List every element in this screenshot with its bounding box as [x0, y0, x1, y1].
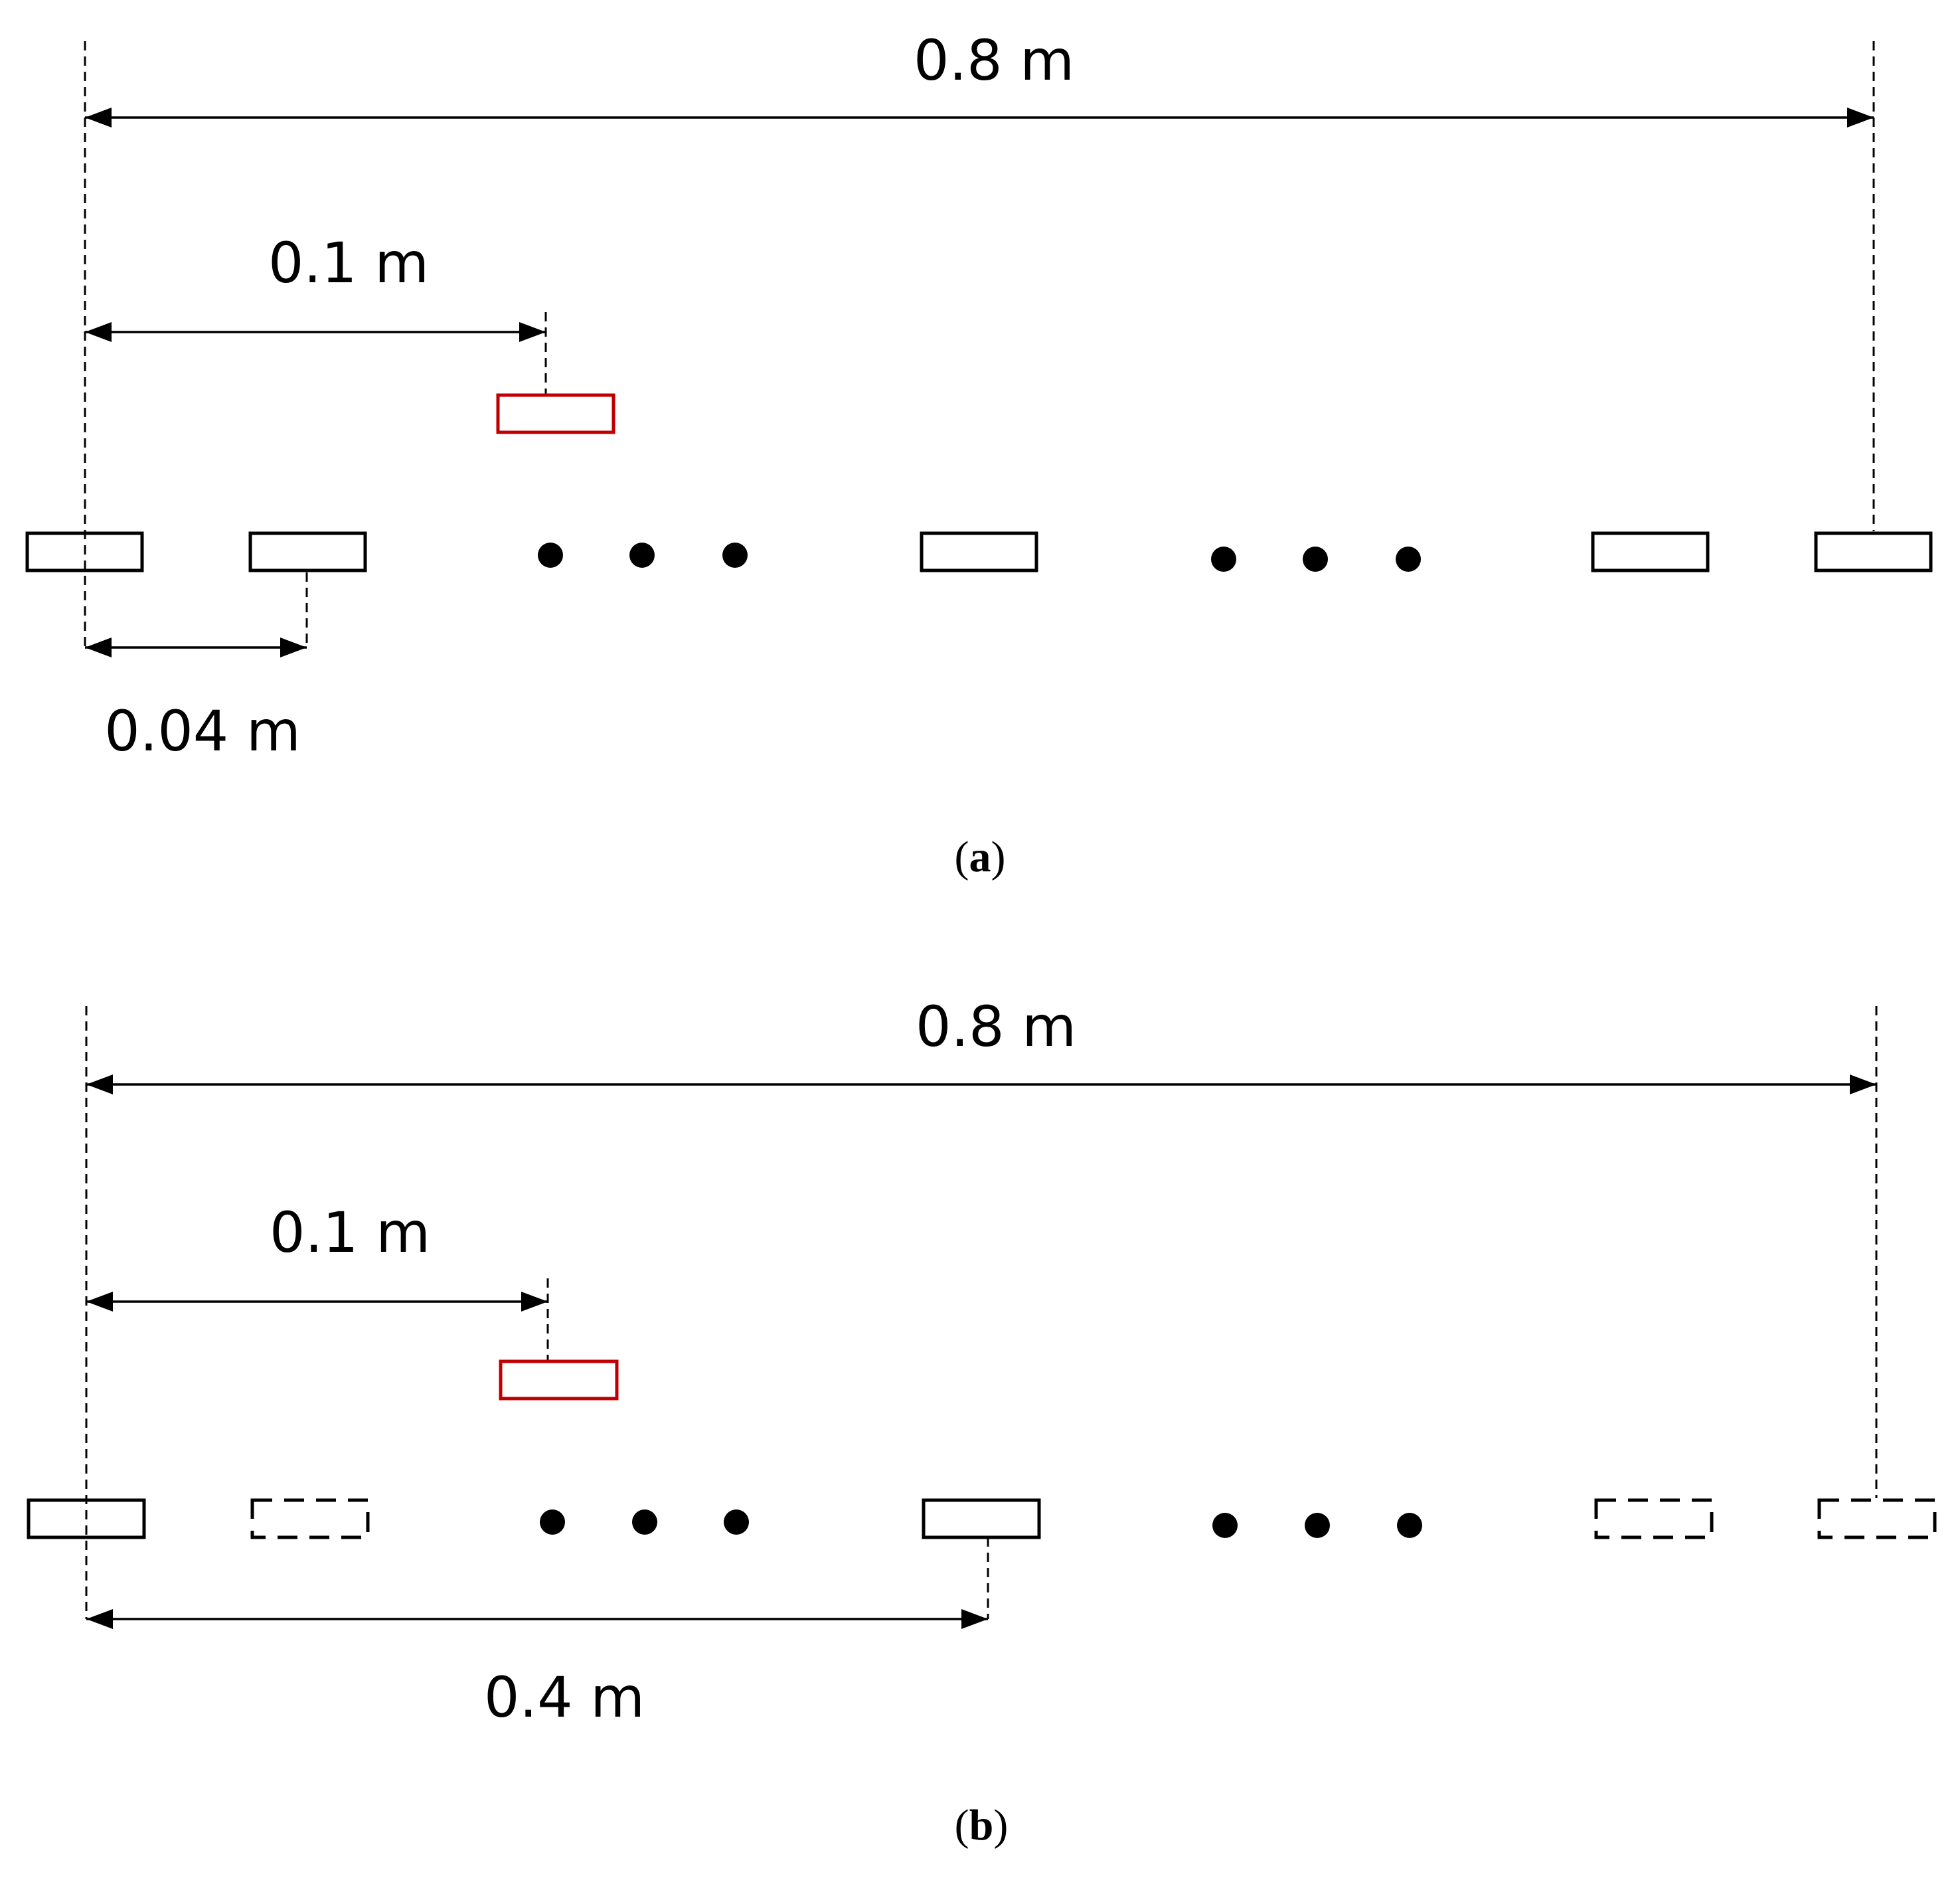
ellipsis-dot — [722, 543, 748, 568]
array-element — [248, 531, 367, 572]
ellipsis-dot — [538, 543, 563, 568]
ellipsis-dot — [540, 1509, 565, 1535]
ellipsis-dot — [724, 1509, 749, 1535]
offset-label: 0.1 m — [268, 230, 429, 296]
array-element — [920, 531, 1038, 572]
ellipsis-dot — [1303, 547, 1328, 572]
ellipsis-dot — [629, 543, 655, 568]
ellipsis-dot — [1305, 1513, 1330, 1538]
inactive-array-element — [1594, 1498, 1714, 1539]
inactive-array-element — [250, 1498, 370, 1539]
source-element — [496, 393, 615, 434]
active-array-element — [27, 1498, 146, 1539]
ellipsis-dot — [1396, 547, 1421, 572]
spacing-label: 0.04 m — [104, 699, 301, 764]
ellipsis-dot — [632, 1509, 657, 1535]
ellipsis-dot — [1212, 1513, 1238, 1538]
active-array-element — [922, 1498, 1041, 1539]
array-element — [1591, 531, 1710, 572]
panel-b: 0.8 m 0.1 m 0.4 m (b) — [27, 994, 1937, 1849]
array-element — [25, 531, 144, 572]
ellipsis-dot — [1397, 1513, 1422, 1538]
ellipsis-dot — [1211, 547, 1236, 572]
spacing-label: 0.4 m — [484, 1665, 645, 1730]
source-element — [499, 1359, 619, 1401]
inactive-array-element — [1817, 1498, 1937, 1539]
array-element — [1814, 531, 1933, 572]
offset-label: 0.1 m — [270, 1200, 430, 1265]
panel-caption-a: (a) — [955, 833, 1006, 881]
total-span-label: 0.8 m — [914, 28, 1074, 93]
panel-caption-b: (b) — [955, 1801, 1009, 1849]
panel-a: 0.8 m 0.1 m 0.04 m (a) — [25, 28, 1933, 881]
total-span-label: 0.8 m — [916, 994, 1076, 1059]
